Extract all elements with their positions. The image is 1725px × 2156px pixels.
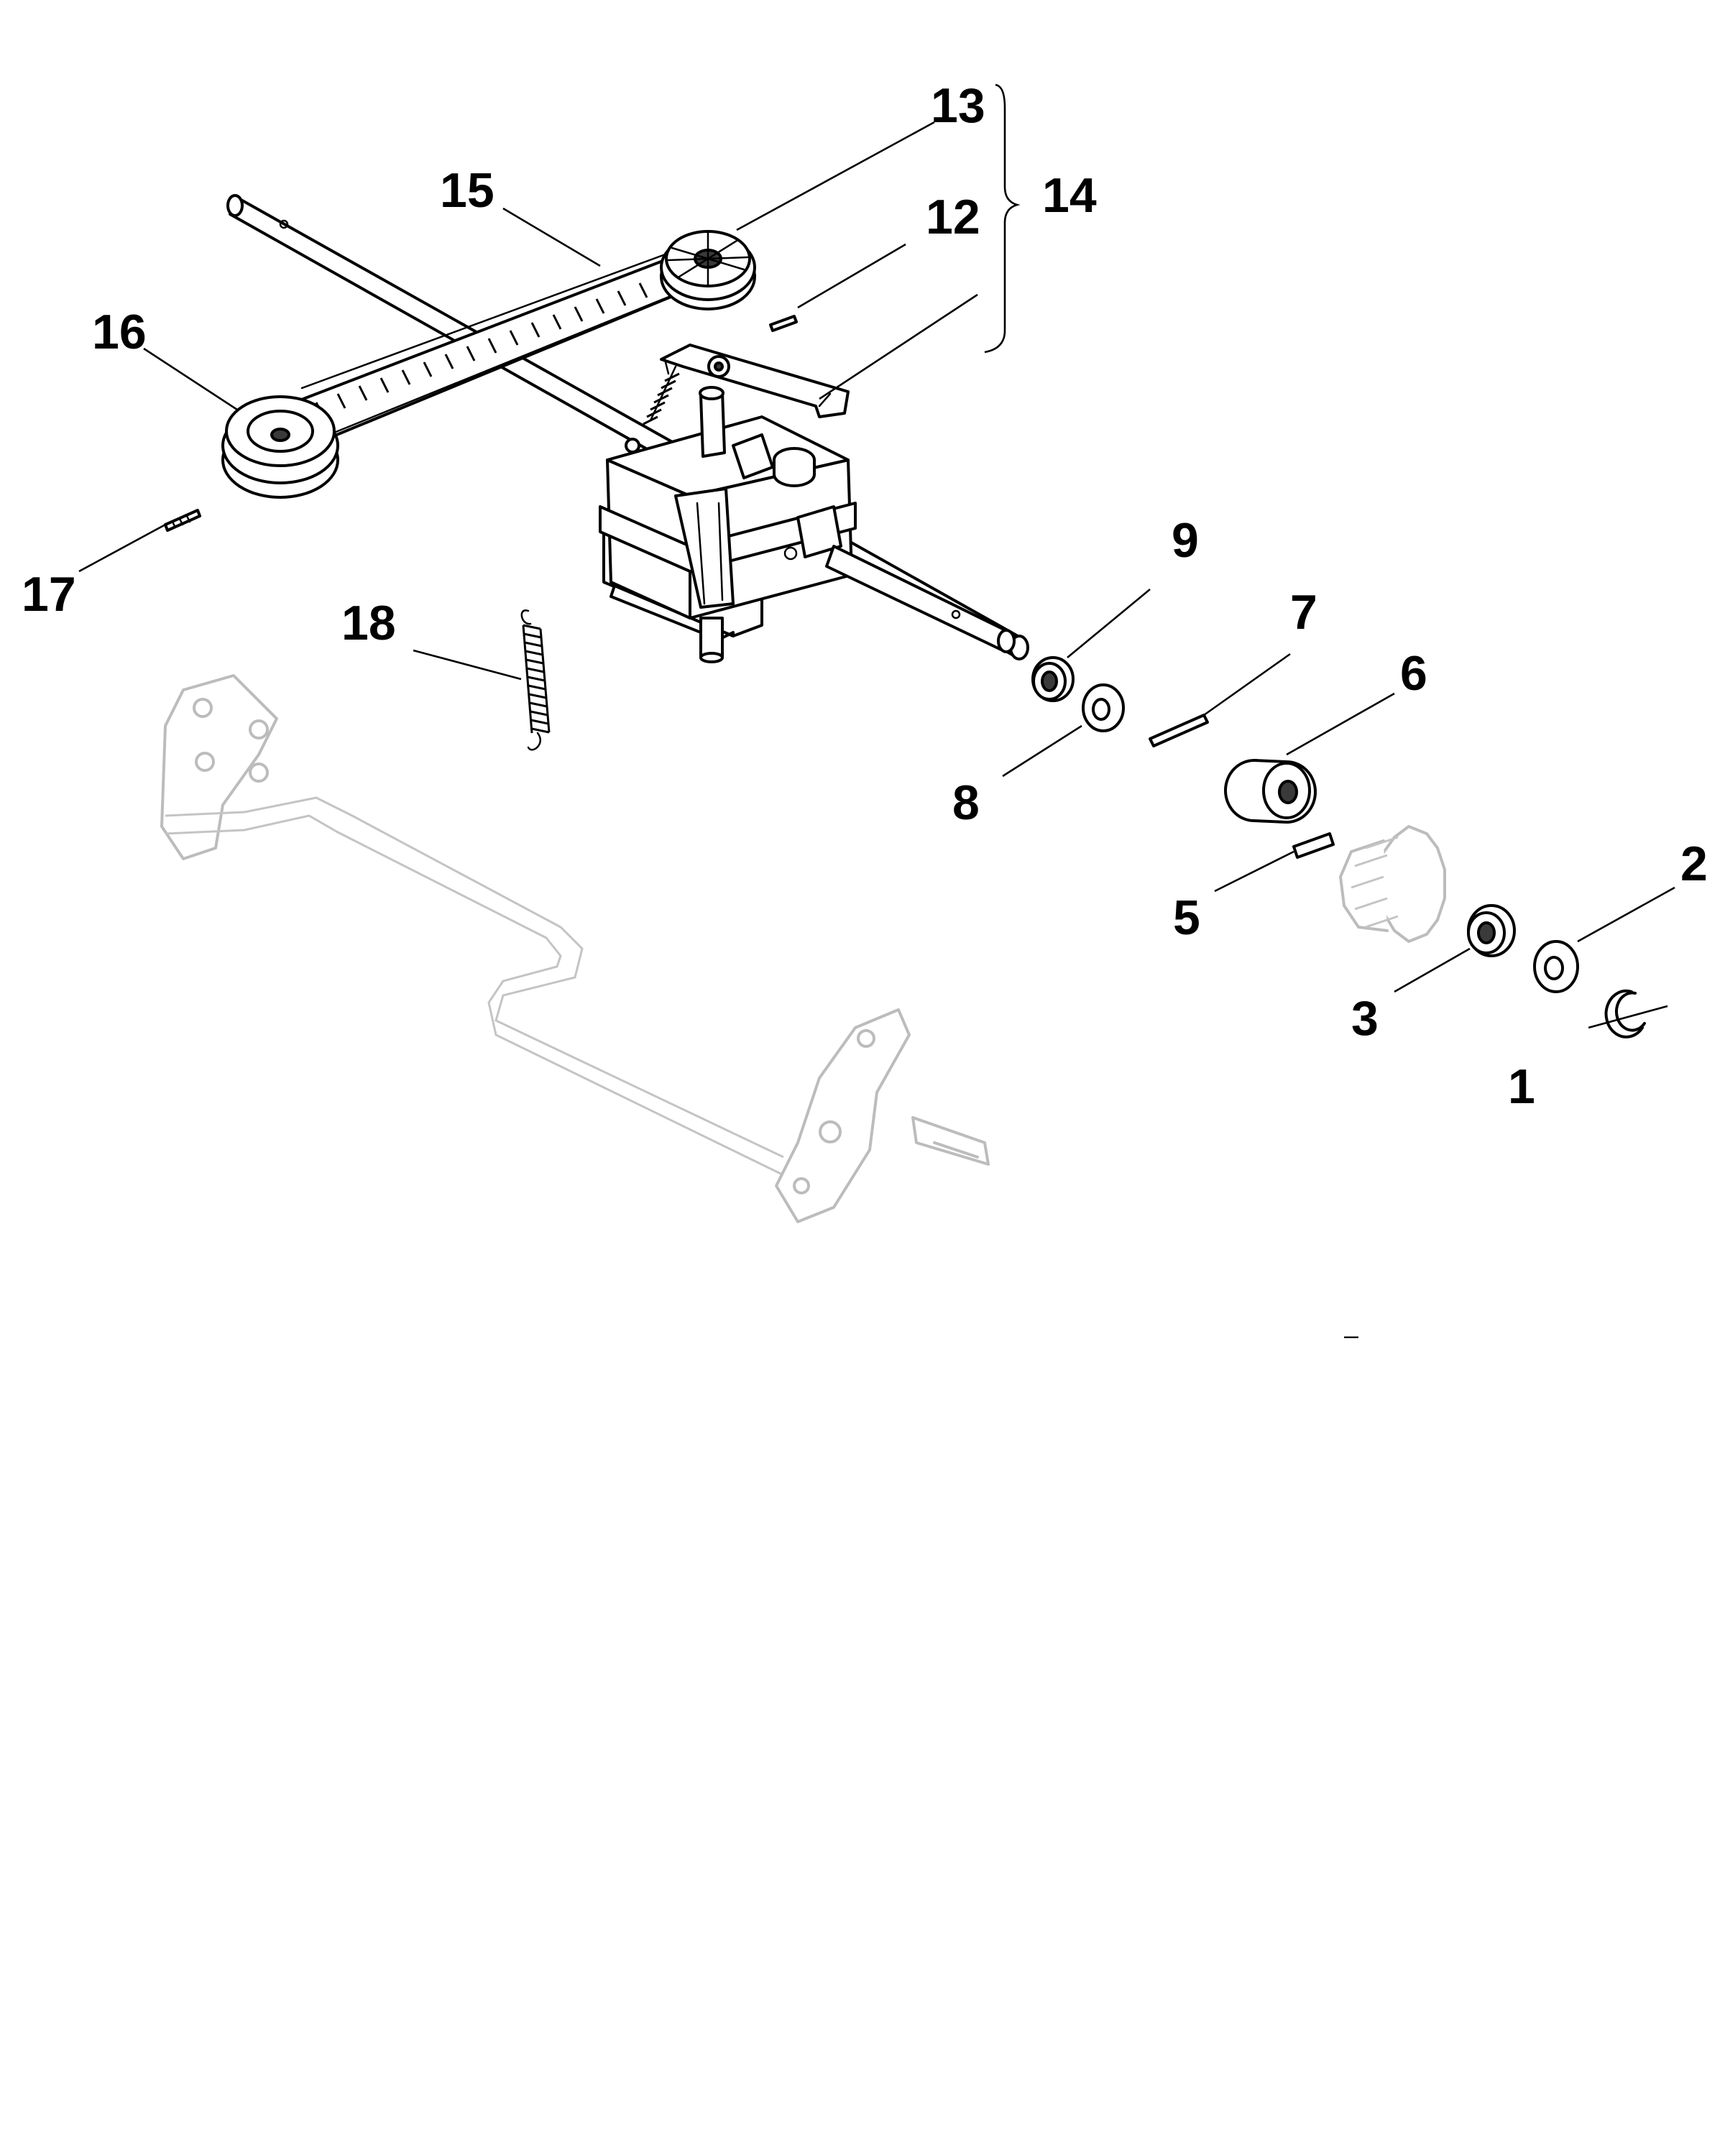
roll-pin-12 xyxy=(769,315,798,332)
key-5 xyxy=(1292,832,1335,859)
pin-17 xyxy=(164,509,201,532)
ghost-axle-assembly xyxy=(160,674,990,1223)
callout-15: 15 xyxy=(440,163,494,218)
gearbox xyxy=(599,386,857,663)
callout-7: 7 xyxy=(1290,585,1317,640)
callout-3: 3 xyxy=(1351,991,1379,1046)
circlip-1 xyxy=(1604,989,1646,1038)
callout-6: 6 xyxy=(1400,646,1427,701)
driven-pulley xyxy=(660,230,756,310)
callout-12: 12 xyxy=(926,190,980,244)
callout-13: 13 xyxy=(931,78,985,133)
stray-mark: – xyxy=(1344,1320,1358,1350)
leader-lines xyxy=(78,121,1675,1029)
drive-pulley xyxy=(221,395,339,499)
output-axle xyxy=(825,545,1016,653)
spur-gear xyxy=(1339,825,1446,943)
callout-8: 8 xyxy=(952,775,980,830)
hub-6 xyxy=(1224,759,1317,824)
callout-labels: 1 2 3 5 6 7 8 9 12 13 14 15 16 17 18 xyxy=(22,78,1708,1114)
callout-1: 1 xyxy=(1508,1059,1535,1114)
callout-9: 9 xyxy=(1172,513,1199,568)
clutch-lever xyxy=(643,344,850,425)
callout-16: 16 xyxy=(92,305,147,359)
callout-2: 2 xyxy=(1680,837,1708,891)
bushing-3 xyxy=(1467,904,1516,957)
callout-18: 18 xyxy=(341,596,396,650)
callout-5: 5 xyxy=(1173,890,1200,945)
washer-2 xyxy=(1533,940,1579,993)
tension-spring-18 xyxy=(520,609,551,751)
callout-17: 17 xyxy=(22,567,76,622)
pin-7 xyxy=(1149,714,1209,747)
bushing-9 xyxy=(1031,656,1075,702)
washer-8 xyxy=(1082,683,1125,732)
callout-14: 14 xyxy=(1042,168,1097,223)
bracket-brace-14 xyxy=(984,83,1021,354)
